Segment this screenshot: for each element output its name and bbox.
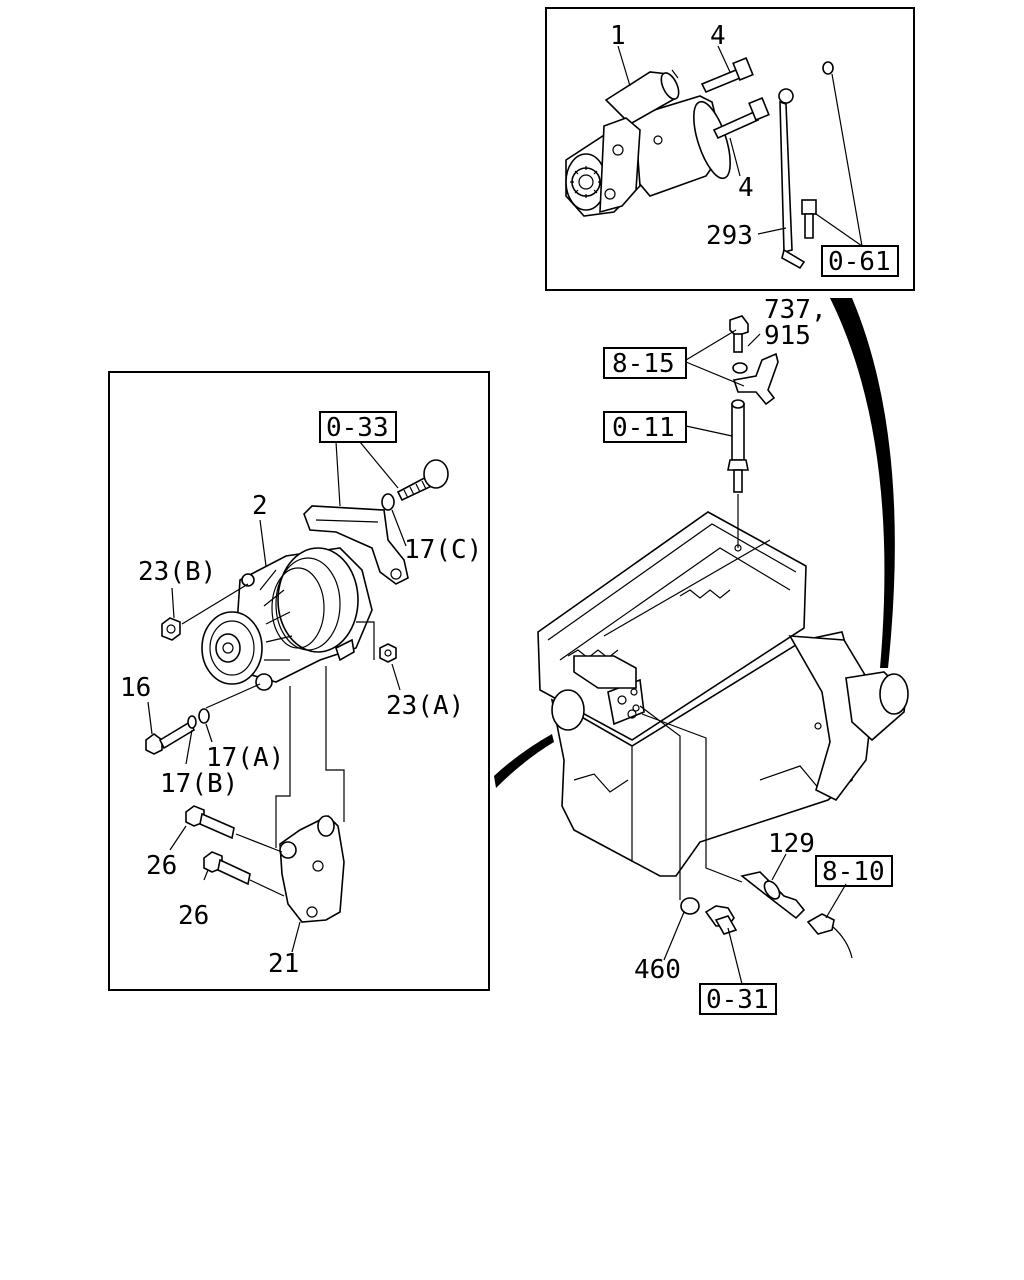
ref-0-11: 0-11 [612, 413, 675, 443]
starter-motor [565, 69, 731, 217]
callout-bolt-lower: 4 [738, 173, 754, 203]
ref-box-8-10 [815, 855, 893, 887]
callout-starter: 1 [610, 21, 626, 51]
callout-alternator: 2 [252, 491, 268, 521]
callout-bolt-16: 16 [120, 673, 151, 703]
alternator [201, 547, 373, 691]
ref-8-10: 8-10 [822, 857, 885, 887]
mounting-bracket [279, 815, 345, 923]
battery-cable [778, 88, 806, 270]
ref-box-0-61 [821, 245, 899, 277]
ref-0-31: 0-31 [706, 985, 769, 1015]
callout-nut-23a: 23(A) [386, 691, 464, 721]
callout-gasket-460: 460 [634, 955, 681, 985]
starter-panel: 1 4 4 293 0-61 [545, 7, 915, 291]
harness-connector [806, 913, 853, 959]
dipstick-tube [727, 399, 749, 548]
bolt-26-lower [203, 851, 251, 886]
alternator-panel: 2 23(B) 16 17(A) 17(B) 17(C) 23(A) 26 26… [108, 371, 490, 991]
callout-washer-17c: 17(C) [404, 535, 482, 565]
callout-bracket: 21 [268, 949, 299, 979]
callout-nut-23b: 23(B) [138, 557, 216, 587]
adjust-bolt [396, 459, 449, 502]
starter-connector-swoosh [830, 298, 895, 668]
bolt-16 [145, 720, 196, 755]
callout-915: 915 [764, 321, 811, 351]
starter-washer [822, 61, 834, 75]
bolt-26-upper [185, 805, 235, 840]
engine-block [537, 511, 909, 877]
adjust-bracket [303, 505, 409, 585]
ref-box-8-15 [603, 347, 687, 379]
callout-sensor-129: 129 [768, 829, 815, 859]
ref-box-0-31 [699, 983, 777, 1015]
starter-bolt-upper [700, 56, 754, 94]
ref-0-61: 0-61 [828, 247, 891, 277]
callout-bolt-26-lower: 26 [178, 901, 209, 931]
alternator-panel-frame [108, 371, 490, 991]
washer-17c [381, 493, 395, 511]
ref-box-0-11 [603, 411, 687, 443]
washer-17a [198, 708, 210, 724]
gasket-460 [680, 897, 700, 915]
starter-bolt-lower [712, 96, 770, 140]
callout-737: 737, [764, 295, 827, 325]
drain-plug [704, 905, 738, 935]
washer-17b [187, 715, 197, 729]
callout-washer-17a: 17(A) [206, 743, 284, 773]
nut-23a [379, 643, 397, 663]
starter-panel-frame [545, 7, 915, 291]
callout-bolt-26-upper: 26 [146, 851, 177, 881]
callout-cable: 293 [706, 221, 753, 251]
callout-bolt-upper: 4 [710, 21, 726, 51]
callout-washer-17b: 17(B) [160, 769, 238, 799]
bracket-bolt-group [729, 315, 779, 406]
ref-box-0-33 [319, 411, 397, 443]
sensor-129 [740, 871, 806, 920]
ref-8-15: 8-15 [612, 349, 675, 379]
ground-bolt [801, 199, 817, 239]
alternator-connector-swoosh [494, 734, 554, 788]
nut-23b [161, 617, 181, 641]
ref-0-33: 0-33 [326, 413, 389, 443]
